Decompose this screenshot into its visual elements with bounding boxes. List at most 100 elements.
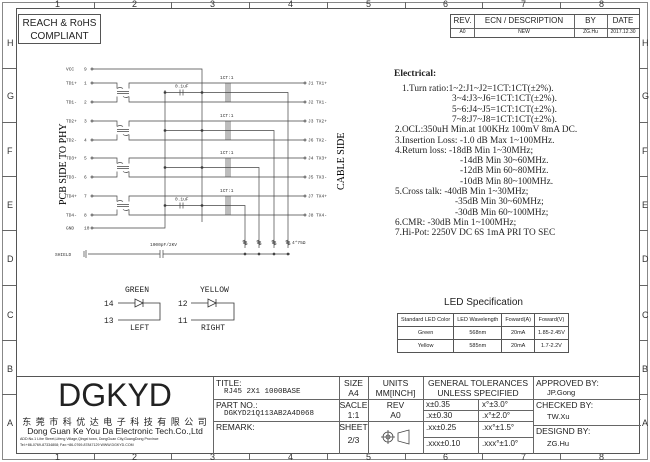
company-address: ADD:No.1 Lihe Street,Lifeng Village,Qing…	[20, 437, 159, 441]
zone-row-left: D	[7, 254, 14, 264]
title-label: TITLE:	[216, 378, 242, 388]
zone-col-top: 8	[599, 0, 605, 9]
left-pin-label: TD4-	[66, 213, 77, 219]
ecn-value: NEW	[518, 29, 530, 35]
left-pin-number: 6	[84, 175, 87, 181]
company-name-cn: 东 莞 市 科 优 达 电 子 科 技 有 限 公 司	[22, 417, 208, 427]
linear-tolerance: .xxx±0.10	[426, 439, 461, 448]
electrical-spec-line: -10dB Min 80~100MHz.	[460, 176, 554, 187]
zone-col-top: 1	[55, 0, 61, 9]
checked-by: TW.Xu	[547, 412, 570, 421]
left-pin-number: 1	[84, 81, 87, 87]
zone-col-bottom: 3	[210, 452, 216, 462]
zone-row-right: C	[642, 310, 649, 320]
left-pin-number: 5	[84, 156, 87, 162]
electrical-spec-line: 5.Cross talk: -40dB Min 1~30MHz;	[395, 187, 529, 197]
zone-col-bottom: 2	[132, 452, 138, 462]
scale-value: 1:1	[347, 410, 360, 420]
right-pin-label: J2 TX1-	[308, 100, 327, 106]
size-value: A4	[348, 388, 359, 398]
tolerance-title1: GENERAL TOLERANCES	[428, 378, 528, 388]
by-value: ZG.Hu	[583, 29, 598, 35]
cell: 20mA	[501, 326, 535, 340]
rev-value: A0	[459, 29, 466, 35]
title-block: DGKYD 东 莞 市 科 优 达 电 子 科 技 有 限 公 司 Dong G…	[16, 376, 641, 454]
cell: 1.85-2.45V	[533, 326, 569, 340]
zone-row-right: A	[642, 418, 649, 428]
electrical-spec-line: 5~6:J4~J5=1CT:1CT(±2%).	[452, 104, 557, 115]
linear-tolerance: .x±0.30	[426, 411, 453, 420]
part-number: DGKYD21Q113AB2A4D068	[224, 410, 315, 418]
resistor-label: 4*75Ω	[292, 240, 306, 246]
date-header: DATE	[612, 16, 634, 25]
green-led-label: GREEN	[125, 286, 149, 295]
by-header: BY	[585, 16, 596, 25]
right-pin-label: J1 TX1+	[308, 81, 327, 87]
turns-ratio-label: 1CT:1	[220, 113, 234, 119]
cell: 1.7-2.2V	[533, 339, 569, 353]
zone-col-bottom: 5	[366, 452, 372, 462]
turns-ratio-label: 1CT:1	[220, 188, 234, 194]
left-pin-label: TD3-	[66, 175, 77, 181]
zone-row-left: A	[7, 418, 14, 428]
left-pin-label: TD2+	[66, 119, 77, 125]
sheet-label: SHEET	[339, 422, 368, 432]
left-pin-label: TD1-	[66, 100, 77, 106]
tolerance-title2: UNLESS SPECIFIED	[437, 388, 519, 398]
electrical-spec-line: -14dB Min 30~60MHz.	[460, 156, 549, 167]
left-pin-number: 2	[84, 100, 87, 106]
zone-row-left: H	[7, 38, 14, 48]
zone-col-bottom: 7	[521, 452, 527, 462]
left-pin-label: TD2-	[66, 138, 77, 144]
green-pin-b: 13	[104, 317, 114, 326]
zone-col-top: 7	[521, 0, 527, 9]
linear-tolerance: .xx±0.25	[426, 423, 457, 432]
zone-col-top: 5	[366, 0, 372, 9]
header-cell: Standard LED Color	[396, 313, 455, 327]
zone-row-left: C	[7, 310, 14, 320]
cell: 568nm	[453, 326, 503, 340]
zone-row-left: E	[7, 200, 14, 210]
part-label: PART NO.:	[216, 400, 258, 410]
zone-col-top: 6	[443, 0, 449, 9]
company-name-en: Dong Guan Ke You Da Electronic Tech.Co.,…	[27, 426, 203, 436]
led-spec-title: LED Specification	[444, 297, 523, 308]
left-pin-number: 3	[84, 119, 87, 125]
zone-row-left: B	[7, 364, 14, 374]
right-pin-label: J4 TX3+	[308, 156, 327, 162]
right-pin-label: J6 TX2-	[308, 138, 327, 144]
electrical-spec-line: 7~8:J7~J8=1CT:1CT(±2%).	[452, 114, 557, 125]
left-pin-label: TD1+	[66, 81, 77, 87]
company-contact: Tel:+86-0769-87334808; Fax:+86-0769-8784…	[20, 443, 134, 447]
projection-symbol-icon	[381, 429, 410, 445]
electrical-spec-line: 3.Insertion Loss: -1.0 dB Max 1~100MHz.	[395, 135, 555, 146]
electrical-spec-line: 7.Hi-Pot: 2250V DC 6S 1mA PRI TO SEC	[395, 228, 556, 239]
angular-tolerance: .xxx°±1.0°	[482, 439, 519, 448]
green-side: LEFT	[130, 324, 149, 333]
designed-by: ZG.Hu	[547, 439, 570, 448]
remark-label: REMARK:	[216, 422, 255, 432]
angular-tolerance: .xx°±1.5°	[482, 423, 515, 432]
company-logo: DGKYD	[58, 377, 172, 413]
yellow-pin-a: 12	[178, 300, 188, 309]
angular-tolerance: x°±3.0°	[482, 400, 508, 409]
approved-label: APPROVED BY:	[536, 378, 599, 388]
zone-row-right: G	[642, 91, 650, 101]
electrical-spec-line: 6.CMR: -30dB Min 1~100MHz;	[395, 217, 517, 228]
zone-row-left: G	[7, 91, 15, 101]
zone-row-right: D	[642, 254, 649, 264]
zone-row-right: E	[642, 200, 649, 210]
checked-label: CHECKED BY:	[536, 400, 594, 410]
right-pin-label: J3 TX2+	[308, 119, 327, 125]
sheet-value: 2/3	[347, 435, 360, 445]
cell: 20mA	[501, 339, 535, 353]
shield-label: SHIELD	[55, 252, 72, 258]
ecn-header: ECN / DESCRIPTION	[484, 16, 564, 25]
green-pin-a: 14	[104, 300, 114, 309]
zone-row-right: F	[642, 146, 648, 156]
zone-row-left: F	[7, 146, 13, 156]
scale-label: SACLE	[339, 400, 368, 410]
capacitor-label: 0.1uF	[175, 197, 189, 203]
